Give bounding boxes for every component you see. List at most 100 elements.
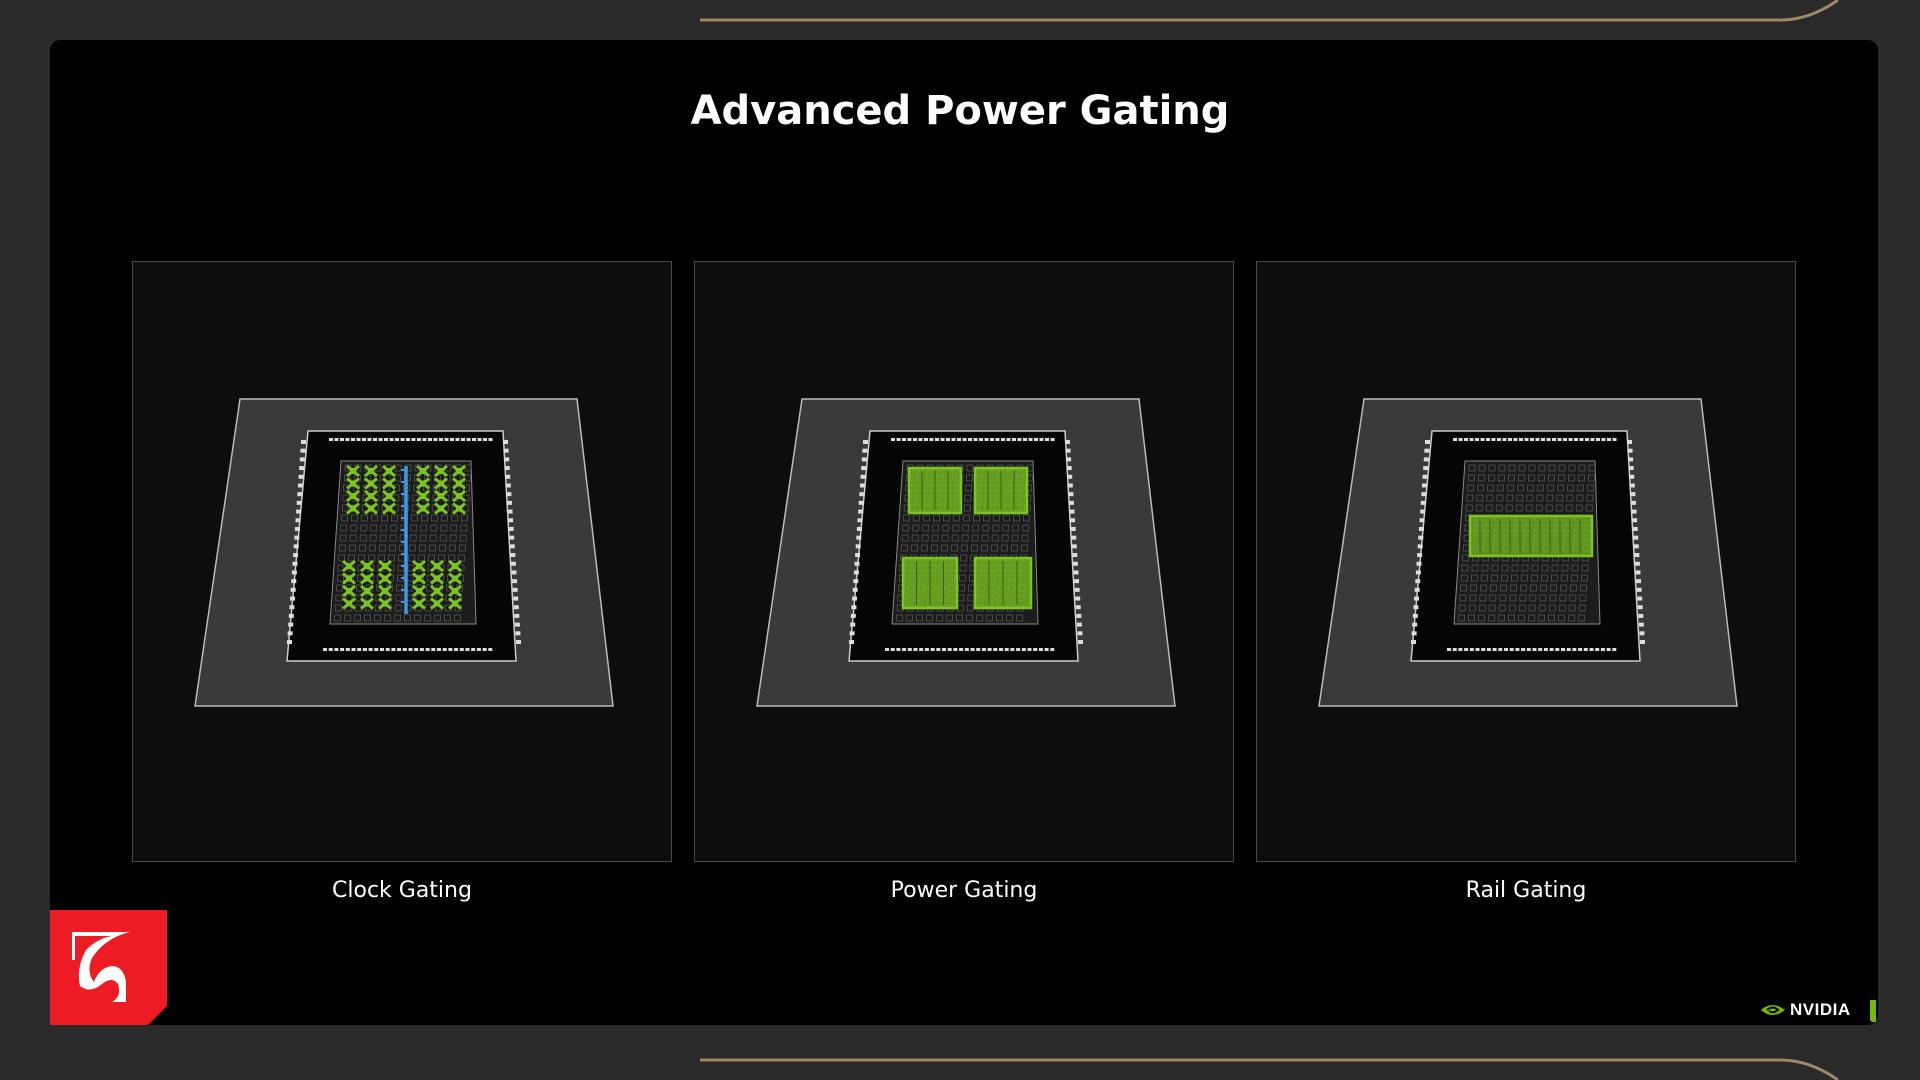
pad <box>431 648 436 651</box>
core-cell <box>334 614 341 622</box>
pad <box>290 587 296 592</box>
clock-gated-cluster <box>434 563 440 569</box>
pad <box>1006 438 1011 441</box>
pad <box>1596 438 1600 441</box>
core-cell <box>348 554 355 562</box>
pad <box>1420 509 1426 514</box>
pad <box>380 648 384 651</box>
pad <box>919 648 924 651</box>
pad <box>1074 587 1080 592</box>
pad <box>1629 474 1635 479</box>
clock-gated-cluster <box>350 505 356 512</box>
core-cell <box>966 464 974 472</box>
pad <box>979 438 983 441</box>
core-cell <box>335 594 343 602</box>
pad <box>1535 438 1540 441</box>
clock-gated-cluster <box>456 505 462 512</box>
pad <box>1552 438 1556 441</box>
slide-title: Advanced Power Gating <box>690 88 1230 134</box>
pad <box>367 438 372 441</box>
core-cell <box>1547 484 1554 492</box>
pad <box>853 579 859 584</box>
pad <box>299 457 305 462</box>
pad <box>294 526 300 531</box>
core-cell <box>1547 474 1555 482</box>
core-cell <box>963 504 971 512</box>
core-cell <box>1577 484 1584 492</box>
core-cell <box>1468 604 1476 612</box>
core-cell <box>1458 614 1465 622</box>
core-cell <box>1508 464 1516 472</box>
pad <box>947 648 952 651</box>
core-cell <box>1498 474 1505 482</box>
core-cell <box>359 544 366 552</box>
pad <box>1068 500 1074 505</box>
pad <box>1050 438 1055 441</box>
core-cell <box>1518 464 1526 472</box>
pad <box>907 438 912 441</box>
pad <box>1521 648 1526 651</box>
core-cell <box>966 604 974 612</box>
core-cell <box>1540 584 1547 592</box>
pad <box>1589 648 1594 651</box>
pad <box>1072 553 1078 558</box>
pad <box>1422 474 1428 479</box>
core-cell <box>1487 484 1494 492</box>
pad <box>1458 438 1463 441</box>
pad <box>290 596 296 601</box>
pad <box>1069 509 1075 514</box>
core-cell <box>1545 504 1553 512</box>
pad <box>482 648 487 651</box>
core-cell <box>337 564 345 572</box>
pad <box>477 438 482 441</box>
pad <box>428 438 432 441</box>
pad <box>924 438 928 441</box>
pad <box>402 648 407 651</box>
pad <box>1010 648 1015 651</box>
pad <box>850 622 856 627</box>
pad <box>505 474 511 479</box>
pad <box>419 648 424 651</box>
pad <box>1045 438 1049 441</box>
core-cell <box>1505 504 1513 512</box>
core-cell <box>357 574 364 582</box>
pad <box>1075 596 1081 601</box>
pad <box>853 570 859 575</box>
pad <box>953 648 958 651</box>
pad <box>890 648 895 651</box>
pad <box>397 648 402 651</box>
pad <box>301 440 306 444</box>
core-cell <box>1467 484 1474 492</box>
pad <box>851 605 857 610</box>
pad <box>1557 438 1562 441</box>
core-cell <box>1012 524 1020 532</box>
pad <box>1414 587 1420 592</box>
core-cell <box>351 514 358 522</box>
panel-power-gating <box>694 261 1234 862</box>
core-cell <box>986 614 993 622</box>
pad <box>959 648 964 651</box>
pad <box>1017 438 1022 441</box>
pad <box>1574 438 1578 441</box>
pad <box>1498 648 1503 651</box>
pad <box>514 622 520 627</box>
core-cell <box>1516 494 1524 502</box>
core-cell <box>923 514 930 522</box>
core-cell <box>369 534 377 542</box>
pad <box>1411 640 1416 644</box>
pad <box>389 438 394 441</box>
core-cell <box>1511 564 1519 572</box>
core-cell <box>964 494 972 502</box>
core-cell <box>1548 604 1556 612</box>
pad <box>1016 648 1021 651</box>
pad <box>328 648 333 651</box>
core-cell <box>414 614 421 622</box>
core-cell <box>1539 594 1547 602</box>
pad <box>356 438 361 441</box>
pad <box>1039 438 1044 441</box>
pad <box>351 648 356 651</box>
pad <box>384 438 388 441</box>
core-cell <box>1495 504 1503 512</box>
core-cell <box>1499 594 1507 602</box>
gpu-chip-diagram-clock <box>194 398 614 707</box>
